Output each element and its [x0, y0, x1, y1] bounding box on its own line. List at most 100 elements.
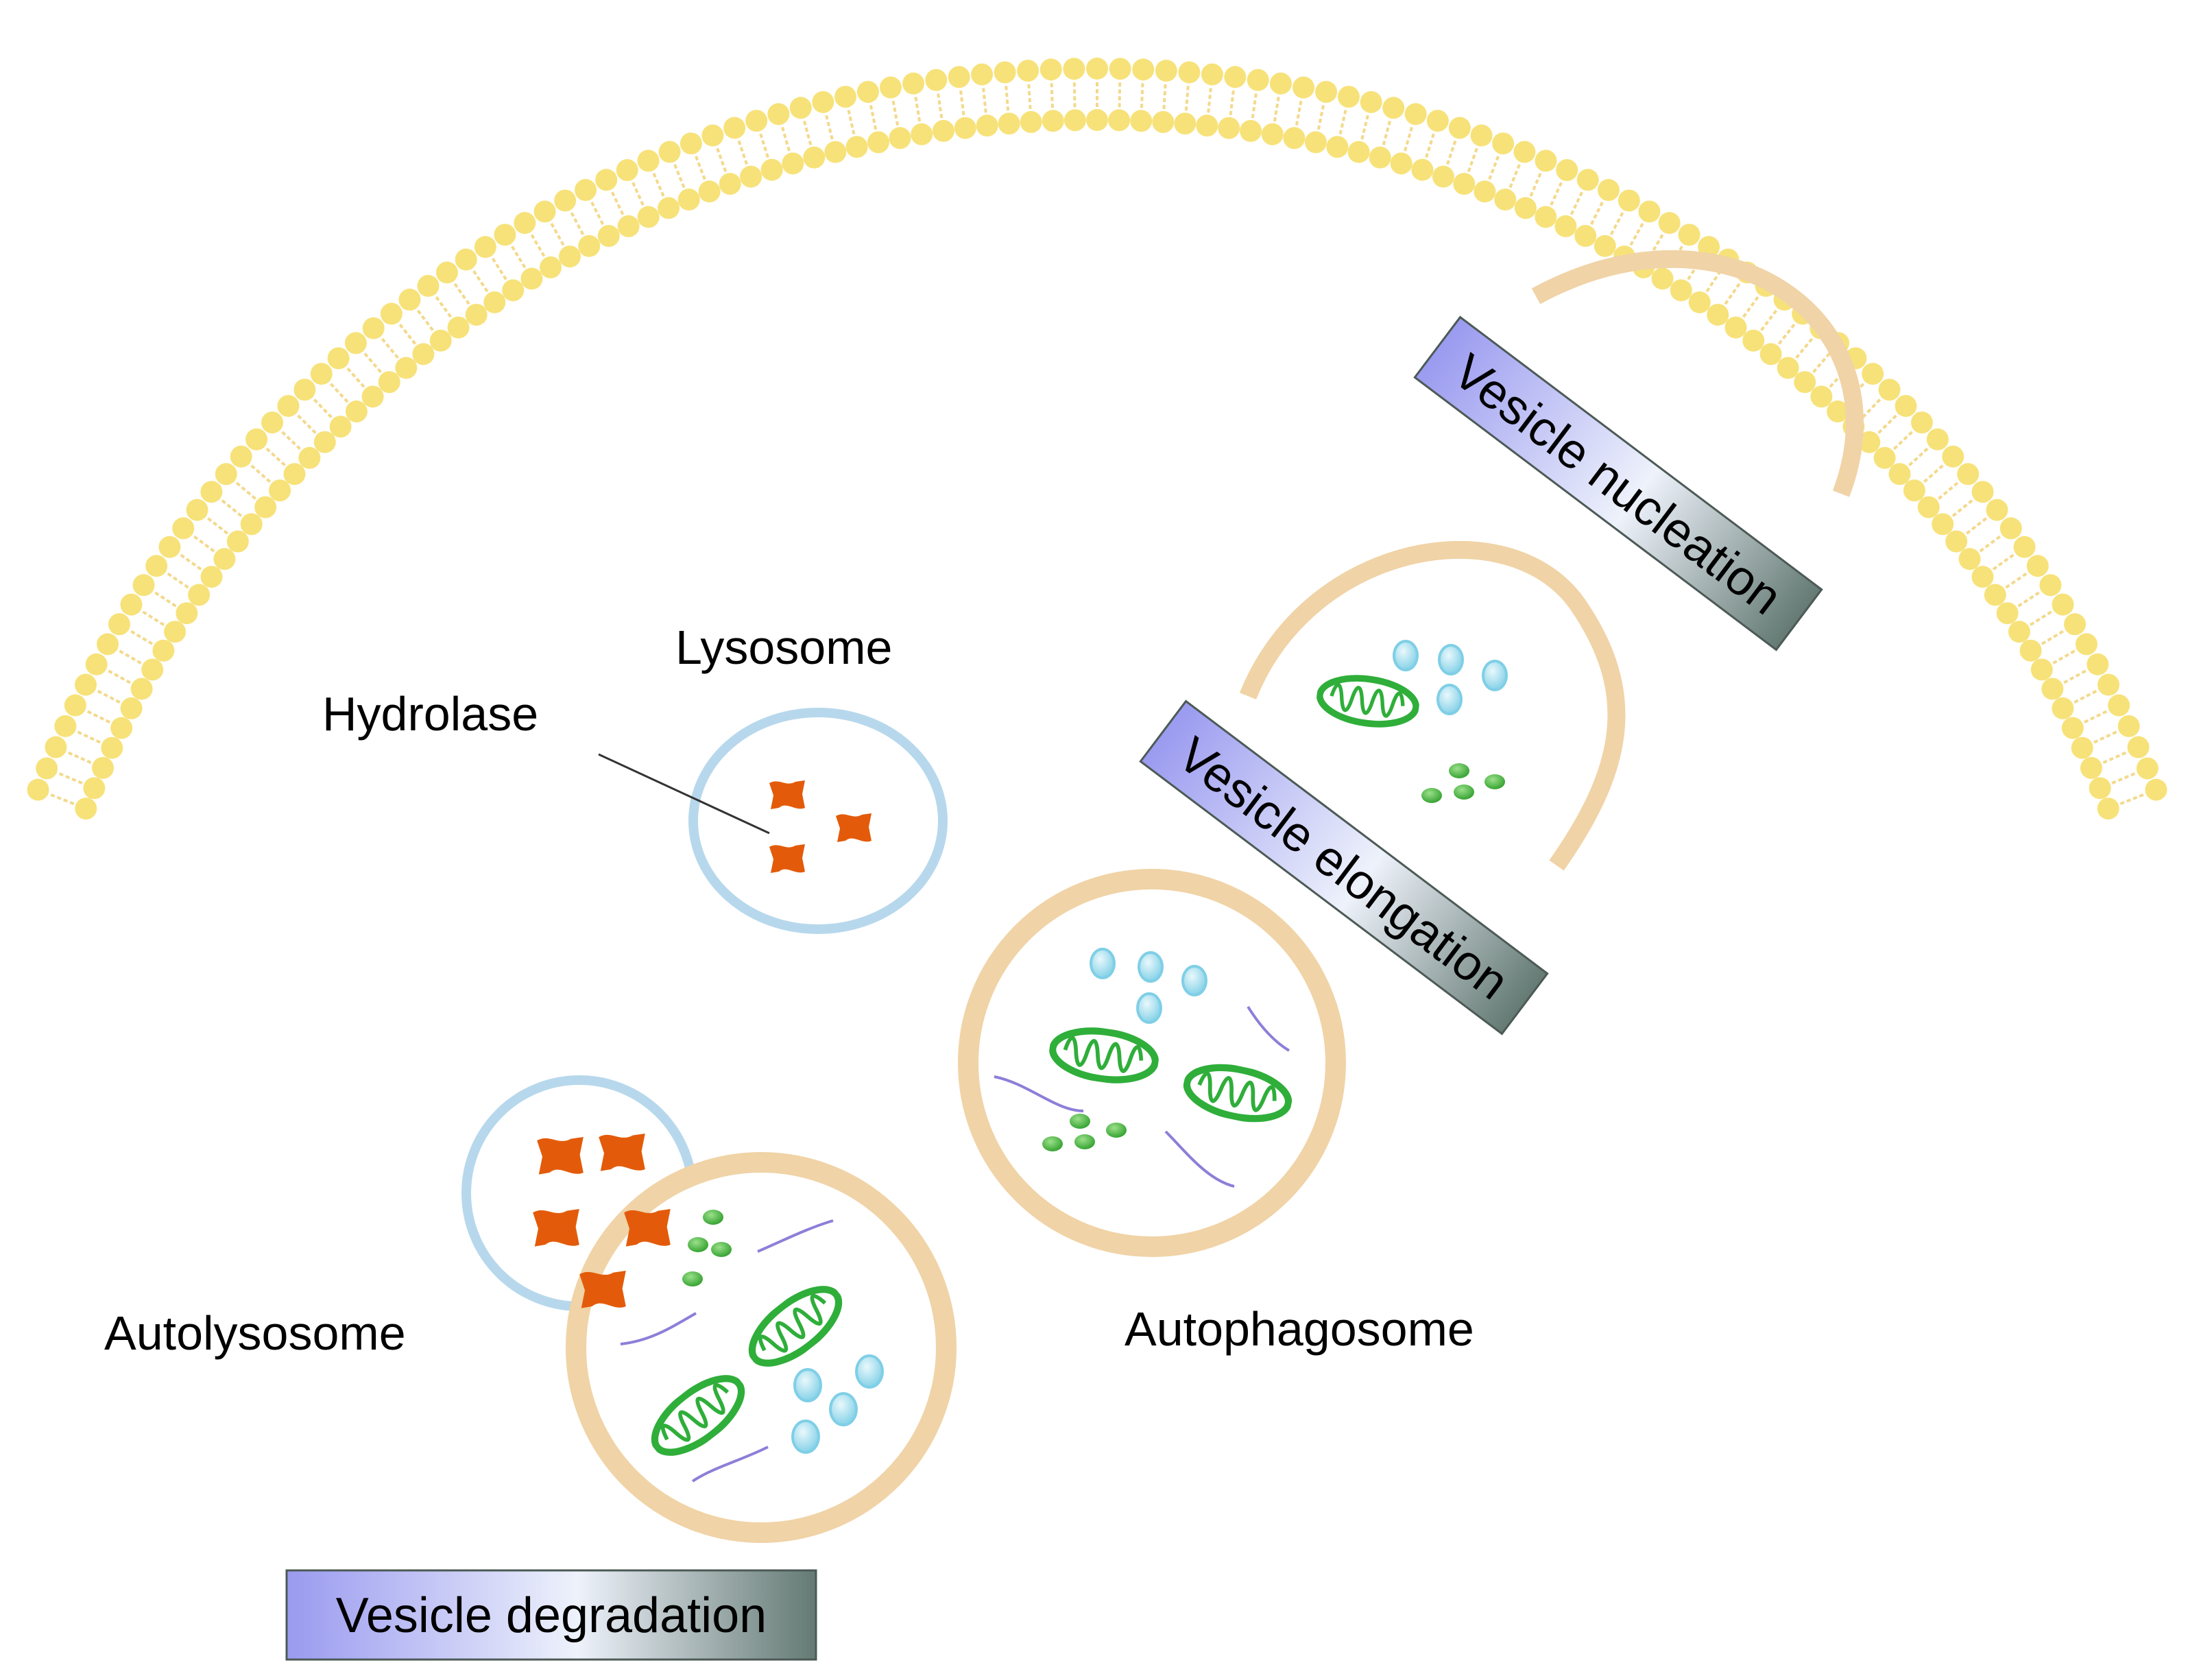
lipid-head — [1999, 517, 2022, 540]
lipid-head — [2097, 798, 2119, 820]
lipid-head — [1155, 60, 1177, 82]
lipid-head — [110, 717, 133, 739]
lipid-head — [1707, 303, 1729, 326]
ribosome — [703, 1210, 723, 1225]
lipid-head — [494, 224, 516, 246]
lipid-head — [1039, 58, 1062, 81]
lipid-head — [2013, 536, 2036, 558]
lipid-head — [120, 697, 143, 719]
lipid-head — [578, 235, 601, 257]
lipid-head — [141, 658, 164, 681]
ribosome — [1042, 1136, 1063, 1151]
lipid-head — [1957, 463, 1980, 486]
lipid-head — [1247, 69, 1269, 91]
lipid-head — [1494, 189, 1517, 211]
lipid-head — [2008, 621, 2030, 643]
vesicle-nucleation-label: Vesicle nucleation — [1443, 344, 1792, 625]
autolysosome — [461, 1075, 957, 1543]
cell-membrane-bilayer — [27, 58, 2167, 820]
lipid-head — [97, 633, 119, 656]
lipid-head — [1556, 159, 1578, 182]
lipid-head — [1426, 110, 1449, 132]
lipid-head — [1910, 411, 1933, 434]
lipid-head — [723, 117, 746, 139]
hydrolase-molecule — [579, 1271, 626, 1308]
ribosome — [1106, 1123, 1127, 1138]
ribosome — [1074, 1134, 1095, 1149]
hydrolase-label: Hydrolase — [322, 687, 538, 741]
lipid-head — [1742, 329, 1765, 352]
lipid-head — [277, 394, 300, 417]
lipid-head — [1618, 189, 1640, 212]
lipid-head — [1926, 428, 1949, 451]
lipid-head — [834, 86, 857, 108]
lipid-head — [677, 189, 700, 211]
filament — [757, 1219, 834, 1253]
hydrolase-molecule — [769, 844, 805, 873]
ribosome — [1449, 763, 1469, 778]
lipid-head — [2108, 694, 2130, 717]
lipid-head — [1878, 379, 1901, 401]
lipid-head — [172, 517, 195, 540]
lipid-head — [554, 189, 577, 212]
ribosome — [688, 1237, 708, 1252]
vesicle — [791, 1420, 820, 1454]
lipid-head — [1020, 110, 1042, 133]
lipid-head — [1337, 86, 1360, 108]
lipid-head — [1196, 115, 1218, 137]
lipid-head — [998, 112, 1020, 135]
lipid-head — [1063, 58, 1085, 80]
lipid-head — [889, 127, 911, 149]
lipid-head — [637, 149, 660, 172]
hydrolase-pointer — [598, 753, 770, 835]
lipid-head — [1269, 72, 1292, 95]
lipid-head — [2097, 673, 2120, 696]
lipid-head — [120, 593, 143, 616]
lipid-head — [1724, 316, 1747, 339]
lipid-head — [595, 169, 618, 191]
lipid-head — [188, 584, 211, 606]
lipid-head — [132, 574, 155, 597]
lipid-head — [200, 566, 223, 588]
lipid-head — [240, 513, 263, 536]
lipid-head — [1594, 235, 1616, 257]
lipid-head — [254, 496, 277, 518]
lipid-head — [213, 548, 236, 571]
lipid-head — [226, 530, 249, 553]
lipid-head — [1201, 63, 1223, 86]
lipid-head — [789, 97, 812, 119]
lipid-head — [2087, 653, 2109, 675]
lipid-head — [298, 446, 321, 469]
lipid-head — [2052, 697, 2074, 719]
lipid-head — [2064, 613, 2087, 636]
lysosome-label: Lysosome — [675, 621, 892, 674]
lipid-head — [1917, 496, 1940, 518]
mitochondrion — [1317, 673, 1419, 730]
lipid-head — [1086, 58, 1108, 80]
filament — [994, 1075, 1084, 1112]
ribosome — [1454, 785, 1474, 800]
lipid-head — [1390, 152, 1412, 175]
lipid-head — [1932, 513, 1954, 536]
lipid-head — [597, 225, 620, 248]
vesicle — [793, 1368, 822, 1402]
lipid-head — [1404, 103, 1427, 125]
phagophore-elongation — [1239, 540, 1626, 871]
hydrolase-molecule — [836, 813, 871, 842]
lipid-head — [911, 123, 933, 145]
lipid-head — [824, 141, 847, 163]
lipid-head — [474, 236, 496, 259]
lipid-head — [1576, 169, 1599, 191]
lipid-head — [1261, 123, 1284, 145]
lipid-head — [2030, 658, 2053, 681]
lipid-head — [83, 777, 106, 800]
lipid-head — [164, 621, 187, 643]
lipid-head — [435, 261, 458, 284]
lipid-head — [760, 158, 783, 181]
lipid-head — [1347, 141, 1370, 163]
lipid-head — [1132, 58, 1155, 81]
filament — [691, 1446, 769, 1483]
lipid-head — [1535, 206, 1557, 228]
lipid-head — [1178, 61, 1201, 84]
lipid-head — [1986, 499, 2008, 521]
